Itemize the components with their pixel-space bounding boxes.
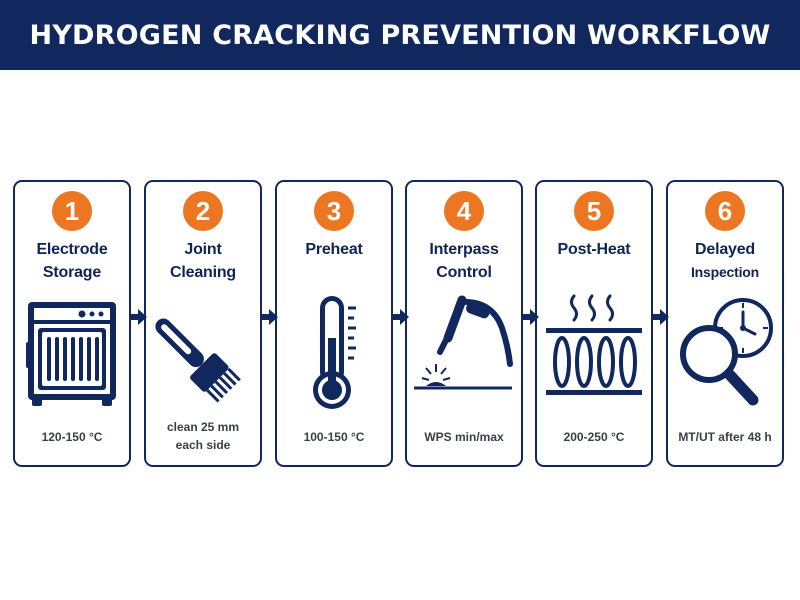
step-value: 120-150 °C <box>17 428 127 446</box>
step-value: clean 25 mm each side <box>148 418 258 454</box>
step-card-electrode-storage: 1 Electrode Storage <box>13 180 131 467</box>
step-value-line: each side <box>175 438 231 452</box>
page-title: HYDROGEN CRACKING PREVENTION WORKFLOW <box>29 19 771 51</box>
step-title-line: Inspection <box>690 264 759 280</box>
step-title-line: Preheat <box>305 241 363 258</box>
step-title-line: Post-Heat <box>557 241 631 258</box>
step-value: MT/UT after 48 h <box>670 428 780 446</box>
wire-brush-icon <box>151 290 255 414</box>
step-number-badge: 5 <box>574 191 614 231</box>
welding-torch-icon <box>412 290 516 414</box>
arrow-right-icon <box>389 306 411 328</box>
step-number-badge: 1 <box>52 191 92 231</box>
arrow-right-icon <box>649 306 671 328</box>
arrow-right-icon <box>258 306 280 328</box>
step-value: 200-250 °C <box>539 428 649 446</box>
step-value-line: 200-250 °C <box>563 430 625 444</box>
step-title: Joint Cleaning <box>148 238 258 284</box>
step-title-line: Electrode <box>36 241 108 258</box>
electrode-oven-icon <box>20 290 124 414</box>
step-value-line: WPS min/max <box>424 430 504 444</box>
step-value: 100-150 °C <box>279 428 389 446</box>
step-title-line: Storage <box>42 264 102 281</box>
step-title: Preheat <box>279 238 389 261</box>
step-title-line: Delayed <box>695 241 755 258</box>
step-title-line: Interpass <box>429 241 499 258</box>
magnifier-clock-icon <box>673 290 777 414</box>
step-card-post-heat: 5 Post-Heat 200-25 <box>535 180 653 467</box>
step-value-line: 120-150 °C <box>41 430 103 444</box>
step-card-joint-cleaning: 2 Joint Cleaning <box>144 180 262 467</box>
step-card-preheat: 3 Preheat 1 <box>275 180 393 467</box>
heated-plate-icon <box>542 290 646 414</box>
title-banner: HYDROGEN CRACKING PREVENTION WORKFLOW <box>0 0 800 70</box>
step-title: Electrode Storage <box>17 238 127 284</box>
step-title-line: Cleaning <box>170 264 236 281</box>
step-card-interpass-control: 4 Interpass Control <box>405 180 523 467</box>
step-card-delayed-inspection: 6 Delayed Inspection MT/UT <box>666 180 784 467</box>
thermometer-icon <box>282 290 386 414</box>
step-number-badge: 2 <box>183 191 223 231</box>
step-value-line: 100-150 °C <box>303 430 365 444</box>
step-number-badge: 6 <box>705 191 745 231</box>
arrow-right-icon <box>519 306 541 328</box>
step-value-line: MT/UT after 48 h <box>678 430 772 444</box>
step-title: Post-Heat <box>539 238 649 261</box>
step-number-badge: 3 <box>314 191 354 231</box>
step-title: Delayed Inspection <box>670 238 780 284</box>
step-title: Interpass Control <box>409 238 519 284</box>
step-title-line: Control <box>436 264 492 281</box>
step-value: WPS min/max <box>409 428 519 446</box>
step-title-line: Joint <box>184 241 222 258</box>
step-value-line: clean 25 mm <box>166 420 240 434</box>
step-number-badge: 4 <box>444 191 484 231</box>
arrow-right-icon <box>127 306 149 328</box>
